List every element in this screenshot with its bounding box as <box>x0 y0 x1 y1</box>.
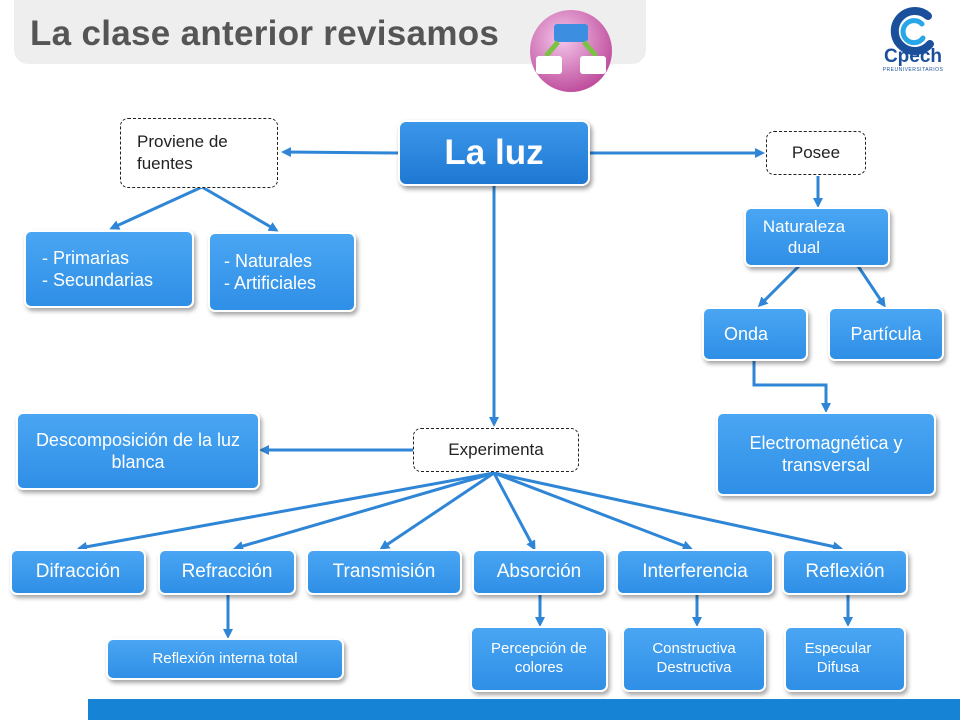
concept-map-icon <box>530 10 612 92</box>
naturales-label: - Naturales <box>224 250 313 271</box>
particula-node: Partícula <box>828 307 944 361</box>
especular-label: Especular <box>804 640 872 658</box>
onda-node: Onda <box>702 307 808 361</box>
absorcion-label: Absorción <box>496 561 582 583</box>
arrow-main-to-proviene <box>281 147 399 158</box>
reflexion-label: Reflexión <box>805 561 885 583</box>
difraccion-label: Difracción <box>35 561 121 583</box>
arrow-proviene-to-naturales <box>201 185 279 232</box>
arrow-experimenta-to-interferencia <box>493 471 693 551</box>
arrow-experimenta-to-transmision <box>379 471 495 550</box>
percepcion-label: Percepción de colores <box>491 640 587 676</box>
electromagnetica-node: Electromagnética y transversal <box>716 412 936 496</box>
reflexion-node: Reflexión <box>782 549 908 595</box>
difusa-label: Difusa <box>816 659 860 676</box>
arrow-dual-to-particula <box>856 265 886 308</box>
difraccion-node: Difracción <box>10 549 146 595</box>
logo-text: Cpech <box>883 46 943 67</box>
arrow-proviene-to-primarias <box>109 185 203 230</box>
arrow-onda-to-electromagnetica <box>752 360 831 413</box>
transmision-node: Transmisión <box>306 549 462 595</box>
constructiva-node: Constructiva Destructiva <box>622 626 766 692</box>
primarias-label: - Primarias <box>42 247 130 268</box>
electromagnetica-label: Electromagnética y transversal <box>749 432 903 476</box>
cpech-logo-icon <box>890 7 934 55</box>
bottom-bar <box>88 699 960 720</box>
arrow-experimenta-to-refraccion <box>233 471 495 551</box>
refraccion-node: Refracción <box>158 549 296 595</box>
posee-label: Posee <box>791 142 841 162</box>
secundarias-label: - Secundarias <box>42 270 154 290</box>
arrow-experimenta-to-reflexion <box>493 471 843 552</box>
reflexion-interna-label: Reflexión interna total <box>152 649 298 667</box>
logo-subtext: PREUNIVERSITARIOS <box>882 67 944 73</box>
arrow-experimenta-to-difraccion <box>77 471 495 552</box>
arrow-dual-to-onda <box>757 263 802 308</box>
descomposicion-node: Descomposición de la luz blanca <box>16 412 260 490</box>
main-concept-node: La luz <box>398 120 590 186</box>
arrow-experimenta-to-absorcion <box>492 472 536 551</box>
primarias-node: - Primarias - Secundarias <box>24 230 194 308</box>
experimenta-label: Experimenta <box>448 439 544 459</box>
particula-label: Partícula <box>850 323 922 344</box>
percepcion-node: Percepción de colores <box>470 626 608 692</box>
proviene-connector: Proviene de fuentes <box>120 118 278 188</box>
constructiva-label: Constructiva <box>652 640 736 658</box>
interferencia-node: Interferencia <box>616 549 774 595</box>
destructiva-label: Destructiva <box>656 659 732 676</box>
proviene-label: Proviene de fuentes <box>137 131 228 173</box>
absorcion-node: Absorción <box>472 549 606 595</box>
experimenta-connector: Experimenta <box>413 428 579 472</box>
naturaleza-dual-label: Naturaleza dual <box>762 216 846 257</box>
posee-connector: Posee <box>766 131 866 175</box>
onda-label: Onda <box>723 323 769 344</box>
transmision-label: Transmisión <box>332 561 436 583</box>
artificiales-label: - Artificiales <box>224 273 317 293</box>
page-title: La clase anterior revisamos <box>30 14 500 53</box>
interferencia-label: Interferencia <box>642 561 748 583</box>
descomposicion-label: Descomposición de la luz blanca <box>35 429 241 473</box>
especular-node: Especular Difusa <box>784 626 906 692</box>
reflexion-interna-node: Reflexión interna total <box>106 638 344 680</box>
naturaleza-dual-node: Naturaleza dual <box>744 207 890 267</box>
refraccion-label: Refracción <box>181 561 273 583</box>
naturales-node: - Naturales - Artificiales <box>208 232 356 312</box>
